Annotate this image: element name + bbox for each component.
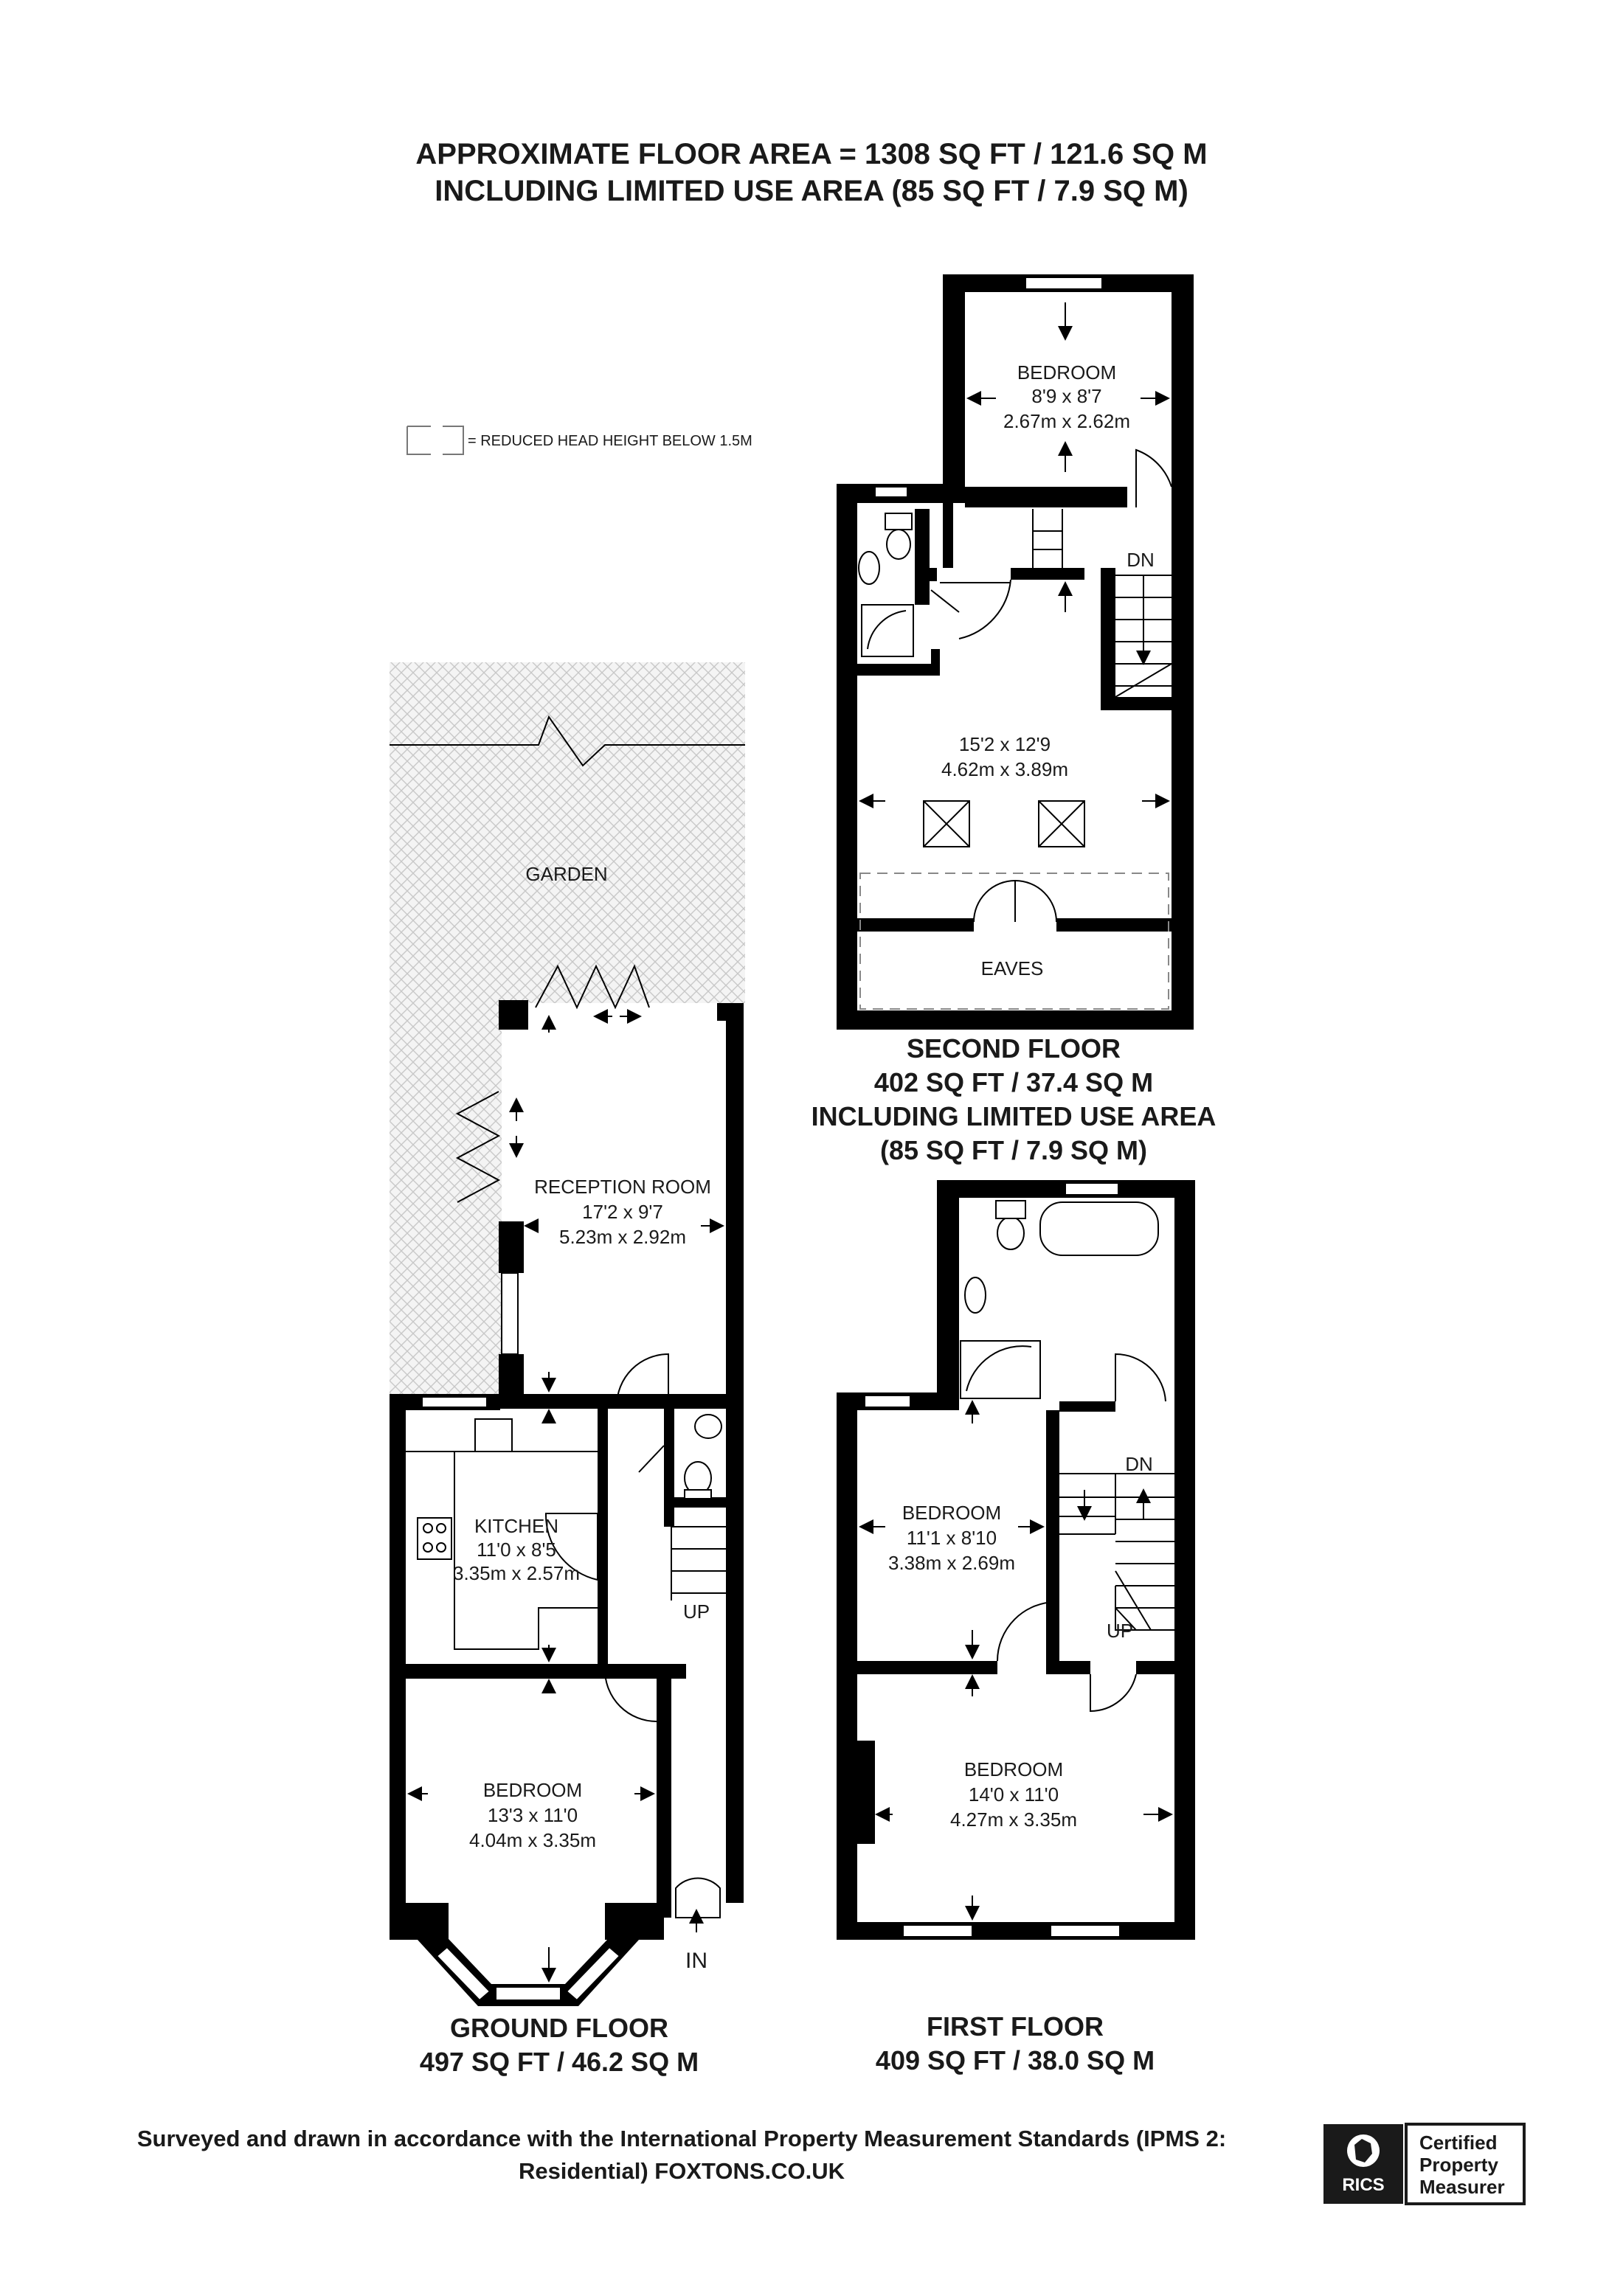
ff-stair-dn: DN — [1125, 1453, 1153, 1475]
first-floor-stairs — [1059, 1473, 1174, 1631]
sf-main-imperial: 15'2 x 12'9 — [959, 733, 1051, 755]
sf-bedroom-metric: 2.67m x 2.62m — [1003, 410, 1130, 432]
header: APPROXIMATE FLOOR AREA = 1308 SQ FT / 12… — [415, 138, 1207, 207]
rics-badge: RICS Certified Property Measurer — [1323, 2123, 1526, 2205]
second-floor-stairs — [1032, 509, 1172, 698]
sf-label-limited-area: (85 SQ FT / 7.9 SQ M) — [880, 1135, 1147, 1165]
ff-label-area: 409 SQ FT / 38.0 SQ M — [876, 2045, 1155, 2075]
gf-label-area: 497 SQ FT / 46.2 SQ M — [420, 2047, 699, 2077]
footer-line1: Surveyed and drawn in accordance with th… — [137, 2126, 1226, 2151]
gf-bedroom-imperial: 13'3 x 11'0 — [488, 1804, 578, 1826]
sf-stair-dn: DN — [1127, 549, 1155, 571]
gf-bedroom-metric: 4.04m x 3.35m — [469, 1829, 596, 1851]
sf-main-metric: 4.62m x 3.89m — [941, 758, 1068, 780]
garden-area — [390, 662, 745, 1394]
footer-line2: Residential) FOXTONS.CO.UK — [519, 2158, 845, 2184]
ff-label-name: FIRST FLOOR — [927, 2011, 1104, 2042]
ff-bedroom-back-imperial: 11'1 x 8'10 — [907, 1527, 997, 1549]
sf-label-limited: INCLUDING LIMITED USE AREA — [812, 1101, 1217, 1131]
ff-bedroom-front-name: BEDROOM — [964, 1758, 1063, 1780]
gf-label-name: GROUND FLOOR — [450, 2013, 668, 2043]
legend-text: = REDUCED HEAD HEIGHT BELOW 1.5M — [468, 433, 752, 449]
gf-entrance-label: IN — [685, 1949, 707, 1973]
ground-floor-plan: GARDEN RECEPTION ROOM 17'2 x 9'7 5.23m x… — [390, 662, 745, 2077]
rics-line3: Measurer — [1419, 2176, 1505, 2198]
header-limited-use: INCLUDING LIMITED USE AREA (85 SQ FT / 7… — [435, 175, 1188, 207]
footer: Surveyed and drawn in accordance with th… — [137, 2126, 1226, 2184]
rics-brand: RICS — [1342, 2175, 1384, 2195]
ff-bedroom-front-imperial: 14'0 x 11'0 — [969, 1783, 1059, 1806]
sf-label-name: SECOND FLOOR — [907, 1033, 1121, 1064]
gf-reception-name: RECEPTION ROOM — [534, 1176, 711, 1198]
gf-reception-metric: 5.23m x 2.92m — [559, 1226, 686, 1248]
header-area-total: APPROXIMATE FLOOR AREA = 1308 SQ FT / 12… — [415, 138, 1207, 170]
rics-line2: Property — [1419, 2154, 1498, 2176]
gf-bedroom-name: BEDROOM — [483, 1779, 582, 1801]
ff-bedroom-back-name: BEDROOM — [902, 1502, 1001, 1524]
gf-kitchen-imperial: 11'0 x 8'5 — [477, 1539, 556, 1561]
ff-bedroom-back-metric: 3.38m x 2.69m — [888, 1552, 1015, 1574]
ff-bedroom-front-metric: 4.27m x 3.35m — [950, 1808, 1077, 1831]
gf-kitchen-name: KITCHEN — [474, 1515, 558, 1537]
sf-bedroom-imperial: 8'9 x 8'7 — [1031, 385, 1101, 407]
gf-reception-imperial: 17'2 x 9'7 — [582, 1201, 663, 1223]
rics-line1: Certified — [1419, 2132, 1497, 2154]
sf-eaves-label: EAVES — [981, 957, 1044, 979]
ff-stair-up: UP — [1107, 1620, 1133, 1642]
legend: = REDUCED HEAD HEIGHT BELOW 1.5M — [406, 426, 752, 455]
first-floor-plan: BEDROOM 11'1 x 8'10 3.38m x 2.69m DN UP … — [837, 1180, 1195, 2075]
gf-kitchen-metric: 3.35m x 2.57m — [453, 1562, 580, 1584]
gf-stair-up: UP — [683, 1600, 710, 1623]
sf-label-area: 402 SQ FT / 37.4 SQ M — [874, 1067, 1153, 1097]
sf-bedroom-name: BEDROOM — [1017, 361, 1116, 384]
second-floor-plan: BEDROOM 8'9 x 8'7 2.67m x 2.62m DN 15'2 … — [812, 274, 1217, 1165]
gf-garden-label: GARDEN — [525, 863, 607, 885]
